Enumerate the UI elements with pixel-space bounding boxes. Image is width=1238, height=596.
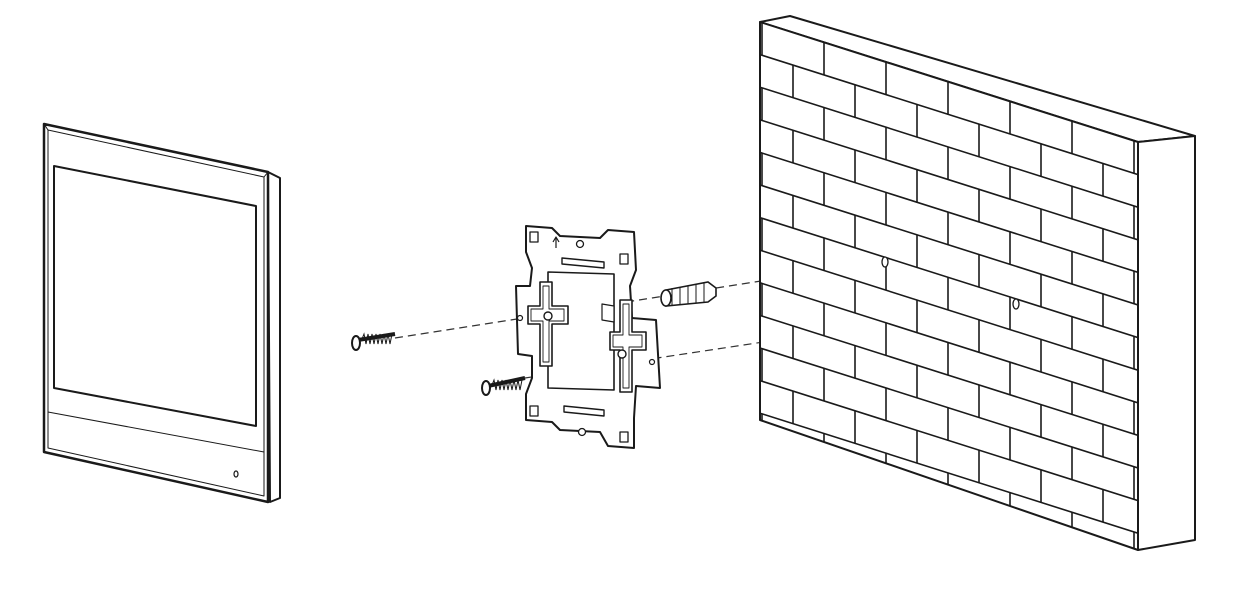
- screw-hole: [648, 358, 656, 366]
- mount-hole: [577, 427, 587, 437]
- anchor-head: [660, 289, 672, 307]
- screw-hole: [516, 314, 524, 322]
- mortar-line: [760, 347, 1138, 469]
- mortar-line: [760, 53, 1138, 176]
- right-cross-slot: [609, 299, 647, 393]
- mount-hole: [575, 239, 585, 249]
- screw-head: [481, 380, 491, 396]
- screw: [481, 376, 526, 396]
- drill-hole: [881, 256, 889, 268]
- bottom-slot: [563, 405, 605, 417]
- monitor-screen: [53, 165, 257, 427]
- monitor-lower-bezel: [47, 411, 265, 453]
- mortar-line: [760, 86, 1138, 208]
- corner-hole: [529, 405, 539, 417]
- mortar-line: [760, 184, 1138, 306]
- mortar-line: [760, 216, 1138, 339]
- bracket-center-opening: [547, 271, 615, 391]
- mortar-line: [760, 151, 1138, 274]
- expansion-anchor: [660, 281, 717, 307]
- brick-wall: [759, 15, 1196, 551]
- corner-hole: [619, 253, 629, 265]
- drill-hole: [1012, 298, 1020, 310]
- corner-hole: [529, 231, 539, 243]
- center-hole: [543, 311, 553, 321]
- wall-side-face: [1137, 135, 1196, 551]
- indicator-light: [233, 470, 239, 478]
- corner-hole: [619, 431, 629, 443]
- mortar-line: [760, 379, 1138, 502]
- up-arrow-icon: [552, 236, 560, 248]
- upper-guide-line: [394, 261, 884, 339]
- mortar-line: [760, 249, 1138, 371]
- mortar-line: [760, 314, 1138, 437]
- monitor-side-edge: [267, 171, 281, 503]
- screw: [351, 332, 396, 351]
- mortar-line: [760, 412, 1138, 534]
- mortar-line: [760, 119, 1138, 241]
- monitor-bezel-line: [47, 129, 265, 497]
- center-hole: [617, 349, 627, 359]
- mortar-line: [760, 282, 1138, 404]
- indoor-monitor: [42, 122, 281, 504]
- screw-head: [351, 335, 361, 351]
- left-cross-slot: [527, 281, 569, 367]
- wall-front-face: [759, 21, 1139, 551]
- bracket-tab: [601, 303, 615, 323]
- top-slot: [561, 257, 605, 269]
- mounting-bracket: [515, 225, 661, 449]
